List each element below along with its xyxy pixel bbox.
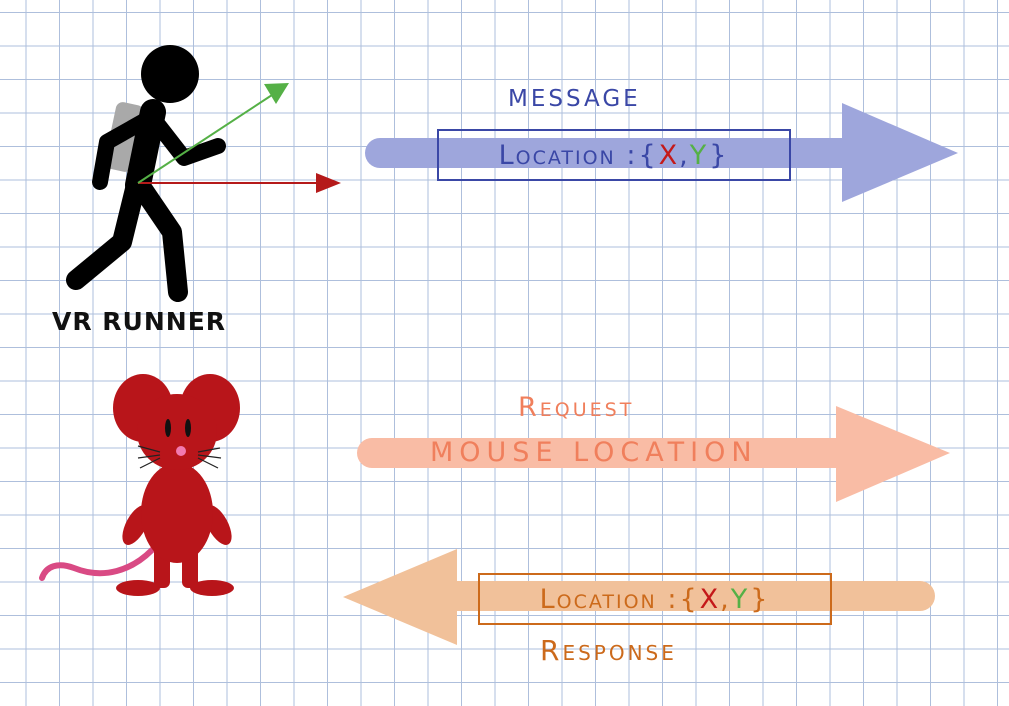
message-close-brace: } bbox=[709, 139, 729, 171]
response-y-value: Y bbox=[730, 583, 750, 615]
vr-runner-figure bbox=[66, 45, 226, 302]
runner-y-axis-arrow bbox=[137, 83, 289, 184]
response-location-box: Location : { X , Y } bbox=[478, 573, 832, 625]
response-arrow bbox=[343, 549, 935, 645]
response-comma: , bbox=[720, 583, 731, 615]
response-open-brace: { bbox=[679, 583, 699, 615]
message-y-value: Y bbox=[689, 139, 709, 171]
runner-label: VR RUNNER bbox=[52, 307, 227, 336]
response-title: Response bbox=[540, 634, 677, 667]
message-open-brace: { bbox=[638, 139, 658, 171]
message-location-prefix: Location : bbox=[498, 139, 638, 171]
response-location-prefix: Location : bbox=[539, 583, 679, 615]
mouse-body bbox=[141, 463, 213, 563]
mouse-figure bbox=[39, 374, 240, 596]
mouse-tail bbox=[39, 547, 155, 581]
response-x-value: X bbox=[699, 583, 721, 615]
message-comma: , bbox=[679, 139, 690, 171]
message-location-box: Location : { X , Y } bbox=[437, 129, 791, 181]
response-close-brace: } bbox=[750, 583, 770, 615]
message-arrow bbox=[365, 103, 958, 202]
mouse-head bbox=[137, 394, 217, 470]
message-title: MESSAGE bbox=[508, 86, 641, 112]
request-arrow bbox=[357, 406, 950, 502]
request-subtitle: MOUSE LOCATION bbox=[430, 437, 758, 468]
request-title: Request bbox=[518, 392, 635, 423]
runner-x-axis-arrow bbox=[138, 173, 341, 193]
runner-head bbox=[141, 45, 199, 103]
message-x-value: X bbox=[658, 139, 680, 171]
